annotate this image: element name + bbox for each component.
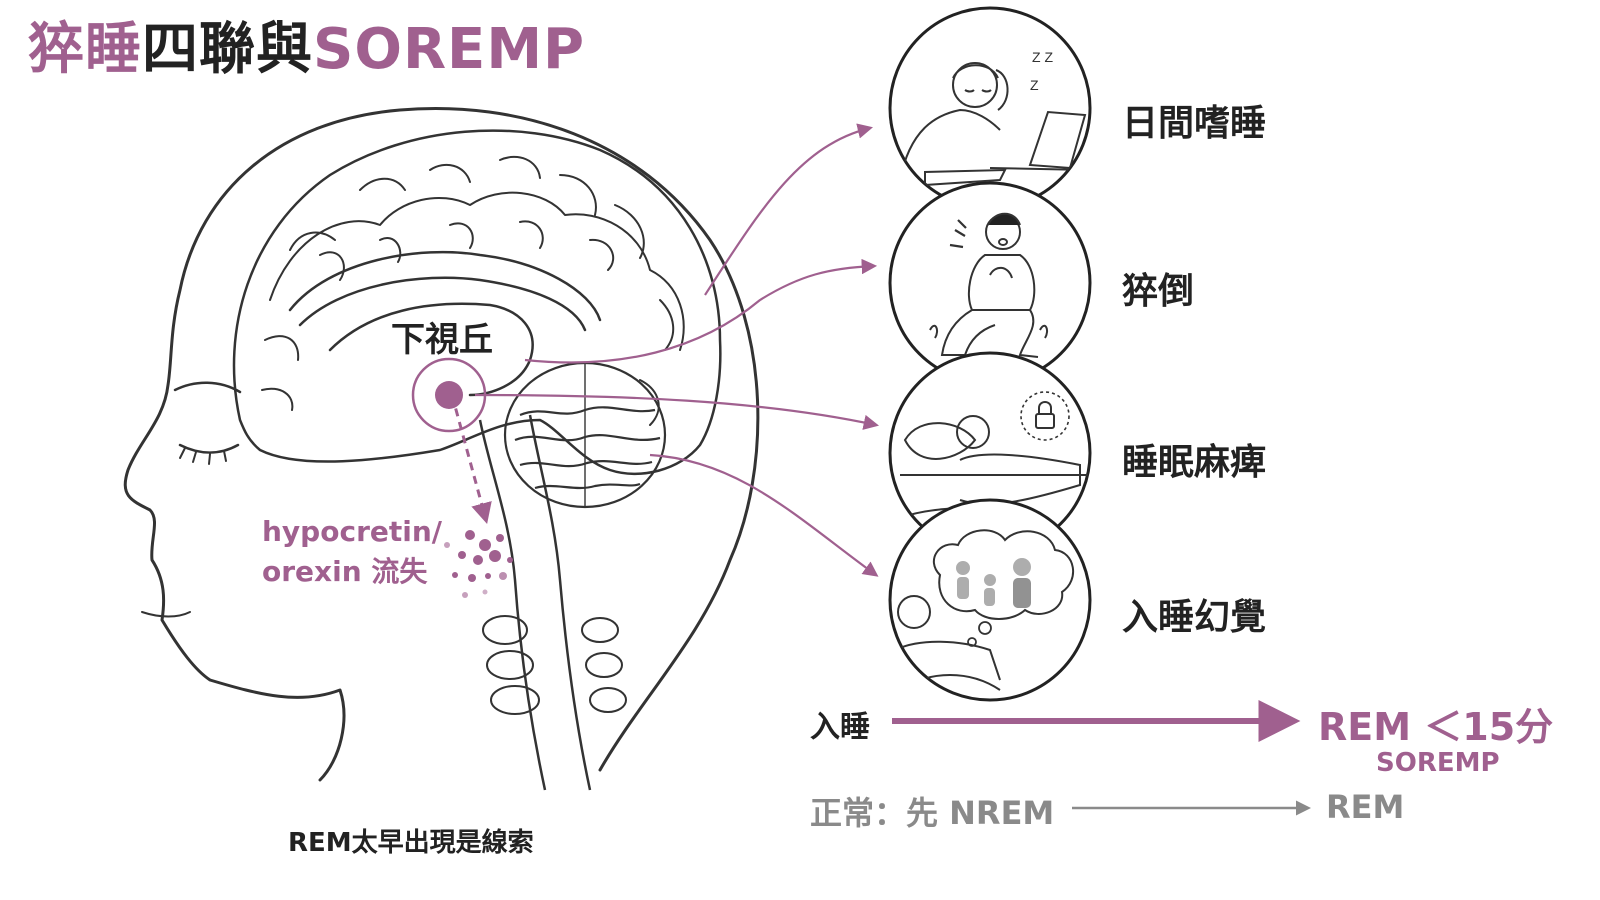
- soremp-label: SOREMP: [1376, 748, 1500, 778]
- head-profile-icon: [123, 107, 760, 782]
- arrow-to-cataplexy: [524, 258, 878, 364]
- svg-text:Z: Z: [1030, 77, 1039, 93]
- arrow-to-daytime-sleepiness: [704, 123, 873, 296]
- connector-arrows: [474, 123, 880, 577]
- orexin-label-line1: hypocretin/: [262, 515, 443, 548]
- orexin-dots-icon: [444, 530, 513, 598]
- page-title: 猝睡四聯與SOREMP: [28, 22, 585, 78]
- brain-outline-icon: [232, 129, 722, 476]
- arrow-to-sleep-paralysis: [474, 393, 880, 430]
- brain-caption: REM太早出現是線索: [288, 828, 534, 858]
- symptom-label-daytime-sleepiness: 日間嗜睡: [1122, 103, 1267, 144]
- symptom-label-cataplexy: 猝倒: [1122, 271, 1195, 312]
- normal-rem-label: REM: [1326, 788, 1405, 826]
- symptom-label-hypnagogic-hallucination: 入睡幻覺: [1122, 597, 1267, 638]
- brainstem-icon: [478, 414, 592, 791]
- sleep-onset-label: 入睡: [810, 710, 870, 745]
- orexin-label-line2: orexin 流失: [262, 555, 428, 588]
- cerebellum-icon: [503, 361, 667, 509]
- hypothalamus-label: 下視丘: [391, 320, 493, 360]
- svg-text:Z Z: Z Z: [1032, 49, 1053, 65]
- orexin-loss-label: hypocretin/ orexin 流失: [262, 512, 442, 592]
- title-part-narcolepsy: 猝睡: [28, 17, 142, 82]
- orexin-loss-arrow: [450, 394, 492, 525]
- hypnagogic-dream-cloud-icon: [888, 498, 1092, 702]
- rem-under-15-label: REM ＜15分: [1318, 705, 1554, 749]
- title-part-soremp: SOREMP: [313, 17, 586, 82]
- cataplexy-collapse-icon: [888, 181, 1092, 385]
- normal-sequence-label: 正常：先 NREM: [810, 794, 1055, 832]
- daytime-sleepiness-icon: Z Z Z: [888, 6, 1092, 210]
- symptom-label-sleep-paralysis: 睡眠麻痺: [1122, 442, 1267, 483]
- vertebrae-icon: [482, 615, 627, 715]
- title-part-tetrad: 四聯與: [142, 17, 313, 82]
- arrow-to-hypnagogic-hallucination: [649, 453, 879, 577]
